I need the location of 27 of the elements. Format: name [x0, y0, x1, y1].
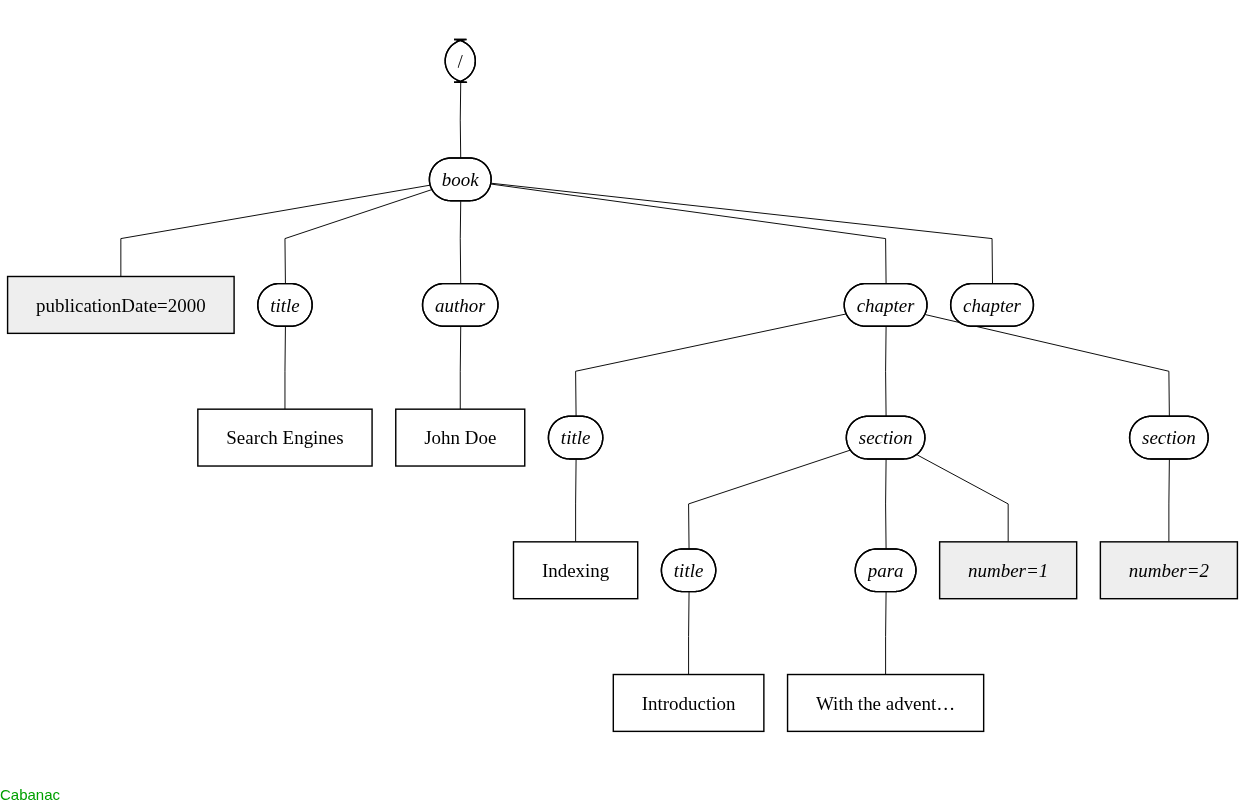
- connector: [284, 188, 433, 285]
- node-box: John Doe: [395, 407, 526, 467]
- connector: [885, 325, 887, 417]
- connector: [459, 325, 462, 410]
- connector: [490, 183, 887, 285]
- node-box: Search Engines: [197, 407, 373, 467]
- connector: [916, 453, 1009, 542]
- connector: [459, 200, 462, 285]
- connector: [688, 449, 851, 550]
- connector: [490, 182, 993, 285]
- connector: [885, 591, 887, 675]
- node-box: number=1: [938, 540, 1078, 599]
- connector: [885, 458, 887, 550]
- node-box: With the advent…: [786, 673, 985, 732]
- node-box: number=2: [1099, 540, 1239, 599]
- connector: [120, 184, 431, 277]
- connector: [284, 325, 286, 410]
- connector: [688, 591, 690, 675]
- connector: [459, 81, 462, 159]
- node-box: Indexing: [512, 540, 639, 599]
- connector: [575, 312, 847, 417]
- connector: [924, 313, 1170, 417]
- footer-note: Cabanac: [0, 786, 61, 803]
- node-box: Introduction: [612, 673, 765, 732]
- connector: [1168, 458, 1170, 542]
- node-box: publicationDate=2000: [6, 275, 235, 334]
- connector: [575, 458, 577, 542]
